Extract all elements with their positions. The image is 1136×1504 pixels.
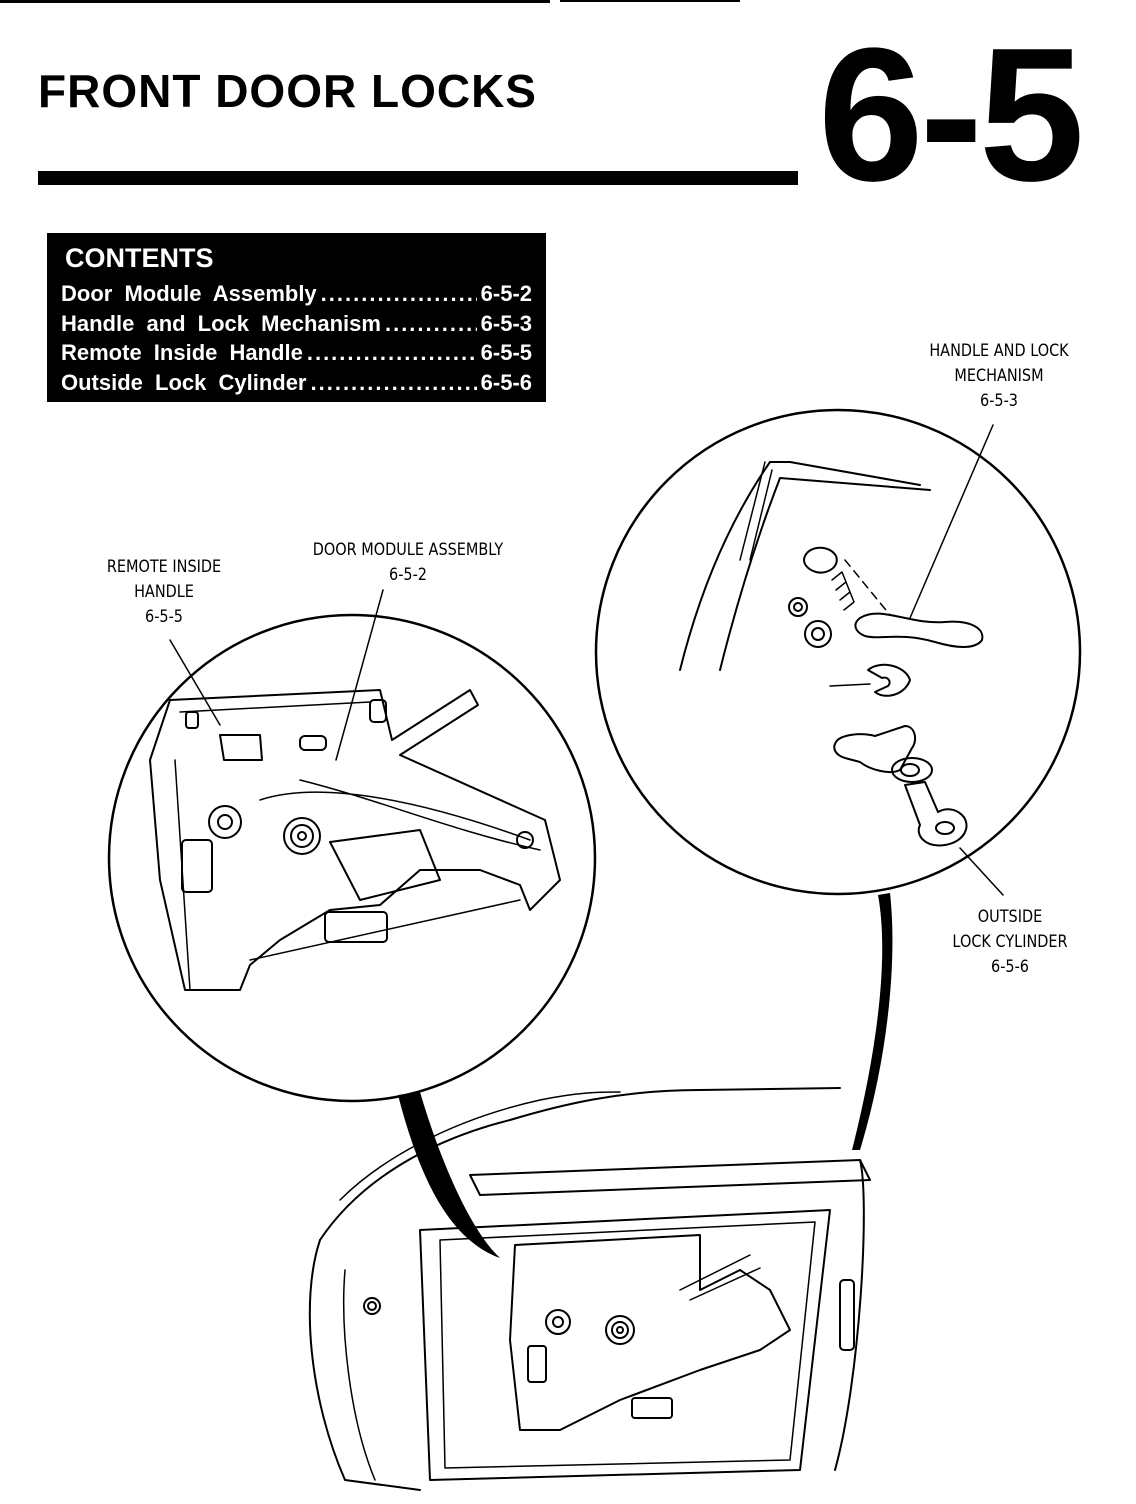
contents-heading: CONTENTS (65, 243, 214, 273)
callout-line: DOOR MODULE ASSEMBLY (312, 540, 504, 560)
callout-line: MECHANISM (954, 366, 1044, 386)
contents-box: CONTENTS Door Module Assembly 6-5-2 Hand… (47, 233, 546, 402)
toc-page: 6-5-2 (480, 281, 532, 306)
toc-item-door-module[interactable]: Door Module Assembly 6-5-2 (61, 279, 532, 309)
callout-ref: 6-5-6 (990, 957, 1030, 977)
callout-ref: 6-5-3 (979, 391, 1019, 411)
toc-label: Remote Inside Handle (61, 340, 303, 365)
leader-remote-handle (169, 639, 221, 726)
leader-door-module (335, 589, 384, 761)
callout-door-module: DOOR MODULE ASSEMBLY 6-5-2 (306, 538, 510, 588)
callout-line: OUTSIDE (977, 907, 1043, 927)
toc-item-remote-handle[interactable]: Remote Inside Handle 6-5-5 (61, 338, 532, 368)
callout-line: LOCK CYLINDER (952, 932, 1068, 952)
toc-label: Door Module Assembly (61, 281, 317, 306)
toc-label: Handle and Lock Mechanism (61, 310, 381, 336)
toc-item-outside-cylinder[interactable]: Outside Lock Cylinder 6-5-6 (61, 368, 532, 398)
title-underline (38, 171, 798, 185)
page-title: FRONT DOOR LOCKS (38, 65, 537, 117)
callout-ref: 6-5-5 (144, 607, 184, 627)
toc-page: 6-5-5 (480, 340, 532, 365)
callout-line: REMOTE INSIDE (106, 557, 222, 577)
toc-item-handle-lock[interactable]: Handle and Lock Mechanism 6-5-3 (61, 309, 532, 339)
connector-band-right (852, 893, 893, 1150)
toc-page: 6-5-3 (480, 310, 532, 336)
door-module-detail-circle (107, 613, 597, 1103)
callout-remote-handle: REMOTE INSIDE HANDLE 6-5-5 (96, 555, 232, 630)
connector-band-left (398, 1092, 500, 1258)
section-number: 6-5 (818, 9, 1085, 221)
toc-label: Outside Lock Cylinder (61, 369, 307, 395)
callout-handle-lock: HANDLE AND LOCK MECHANISM 6-5-3 (918, 339, 1080, 414)
callout-line: HANDLE (134, 582, 194, 602)
leader-handle-lock (909, 424, 994, 619)
top-border-line-right (560, 0, 740, 2)
leader-outside-cylinder (959, 847, 1004, 896)
front-door-view (308, 1087, 871, 1491)
handle-lock-detail-circle (594, 408, 1082, 896)
top-border-line (0, 0, 550, 3)
callout-line: HANDLE AND LOCK (929, 341, 1069, 361)
callout-outside-cylinder: OUTSIDE LOCK CYLINDER 6-5-6 (938, 905, 1083, 980)
toc-page: 6-5-6 (480, 369, 532, 395)
callout-ref: 6-5-2 (388, 565, 428, 585)
